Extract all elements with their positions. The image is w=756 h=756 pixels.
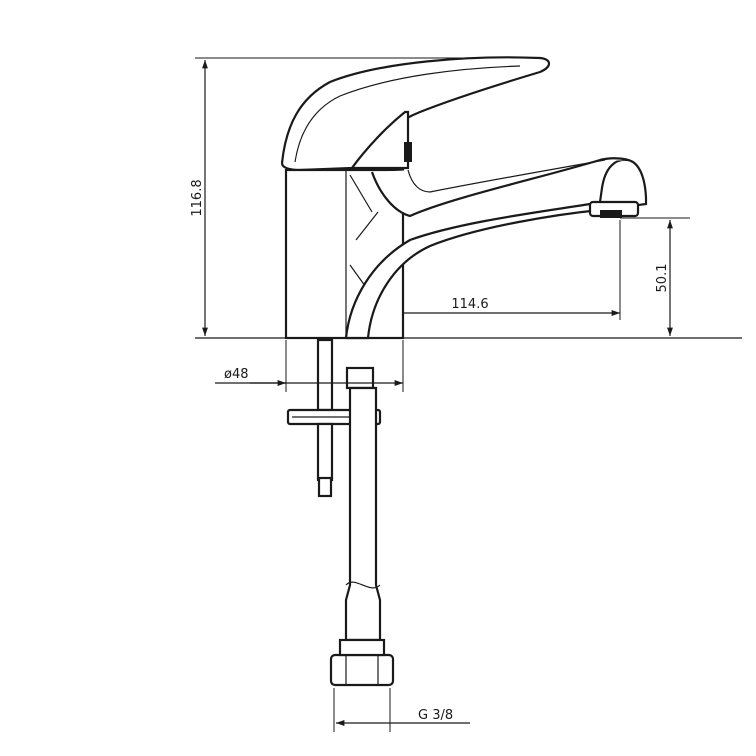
hose-break-mark (345, 581, 381, 589)
mounting-stud-tip (317, 476, 333, 498)
spout-height-dimension-label: 50.1 (655, 264, 670, 293)
handle-pivot-mark (404, 142, 412, 162)
faucet-body (284, 168, 405, 340)
spout (344, 158, 648, 340)
diameter-dimension-label: ø48 (224, 367, 249, 382)
height-dimension-label: 116.8 (190, 179, 205, 216)
thread-dimension-label: G 3/8 (418, 708, 453, 723)
flexible-hose (344, 386, 382, 642)
spout-upper-contour (370, 157, 629, 218)
mounting-stud-upper (316, 338, 334, 412)
hose-fitting (345, 366, 375, 390)
spout-upper-detail (407, 159, 606, 193)
nut-collar (338, 638, 386, 657)
handle-inner-contour (294, 65, 521, 163)
handle-lever (280, 56, 551, 172)
aerator-tip (600, 210, 622, 218)
mounting-stud-lower (316, 422, 334, 482)
handle-cartridge-cap (349, 110, 410, 170)
reach-dimension-label: 114.6 (451, 297, 488, 312)
connection-nut (329, 653, 395, 687)
